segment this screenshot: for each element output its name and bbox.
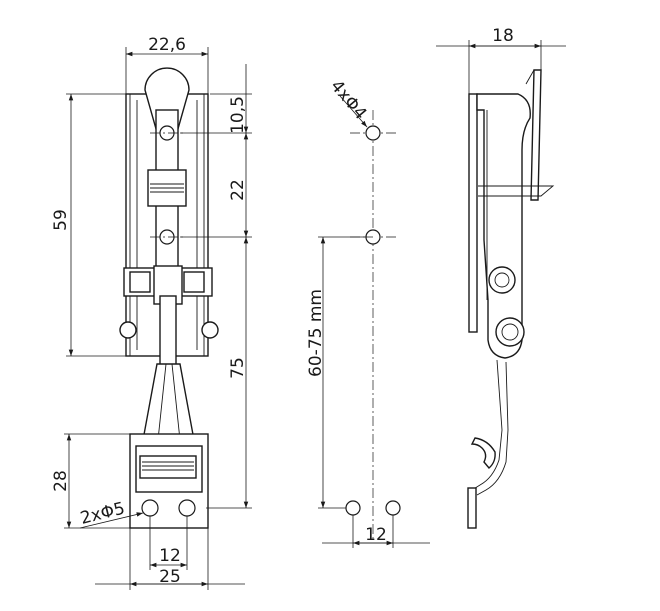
keeper-hole-left bbox=[141, 499, 159, 517]
side-pivot-upper bbox=[488, 266, 516, 294]
dim-width: 22,6 bbox=[148, 35, 186, 55]
tapered-hook bbox=[142, 363, 195, 441]
dim-depth: 18 bbox=[492, 26, 514, 46]
pivot-left bbox=[119, 321, 137, 339]
side-base-plate bbox=[468, 93, 478, 333]
dim-mount-hole-spacing: 12 bbox=[365, 525, 387, 545]
dim-hole-pitch-upper: 10,5 bbox=[228, 96, 248, 134]
side-lever bbox=[530, 69, 542, 201]
wire-loop bbox=[159, 295, 177, 367]
mount-hole-3 bbox=[345, 500, 361, 516]
pivot-right bbox=[201, 321, 219, 339]
note-base-holes: 4xΦ4 bbox=[326, 76, 370, 123]
dim-keeper-width: 25 bbox=[159, 567, 181, 587]
keeper-hook bbox=[139, 455, 197, 479]
side-keeper-plate bbox=[467, 487, 477, 529]
keeper-hole-right bbox=[178, 499, 196, 517]
note-keeper-holes: 2xΦ5 bbox=[78, 499, 127, 529]
side-wire-hook bbox=[471, 359, 503, 491]
dim-adjust-range: 60-75 mm bbox=[306, 289, 326, 377]
dim-keeper-hole-spacing: 12 bbox=[159, 546, 181, 566]
side-pivot-lower bbox=[495, 317, 525, 347]
front-view: 22,6 59 10,5 22 75 28 2xΦ5 12 25 bbox=[51, 35, 252, 590]
dim-keeper-distance: 75 bbox=[228, 357, 248, 379]
mount-hole-1 bbox=[365, 125, 381, 141]
side-keeper-hook bbox=[470, 437, 496, 469]
dim-hole-pitch-mid: 22 bbox=[228, 179, 248, 201]
dim-keeper-height: 28 bbox=[51, 470, 71, 492]
side-body bbox=[476, 93, 531, 359]
side-view: 18 bbox=[436, 26, 566, 529]
mount-hole-4 bbox=[385, 500, 401, 516]
dim-height: 59 bbox=[51, 209, 71, 231]
lever-tip bbox=[144, 67, 190, 151]
hole-pattern-view: 4xΦ4 60-75 mm 12 bbox=[306, 76, 430, 548]
